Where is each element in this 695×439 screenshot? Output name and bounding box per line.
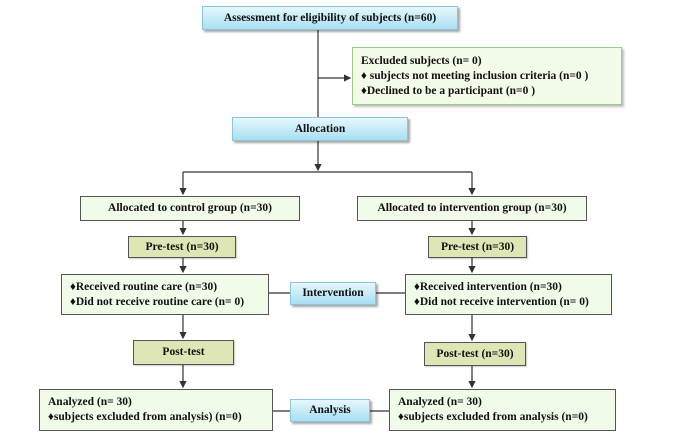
control-pretest-text: Pre-test (n=30) <box>145 240 219 253</box>
exp-analyzed-box: Analyzed (n= 30) ♦subjects excluded from… <box>389 389 616 431</box>
intervention-label: Intervention <box>302 287 364 299</box>
exp-not-received-text: ♦Did not receive intervention (n= 0) <box>414 295 589 308</box>
exp-allocated-text: Allocated to intervention group (n=30) <box>377 202 567 214</box>
assessment-text: Assessment for eligibility of subjects (… <box>223 11 437 24</box>
allocation-text: Allocation <box>294 122 346 135</box>
exp-received-text: ♦Received intervention (n=30) <box>414 280 562 293</box>
analysis-label-box: Analysis <box>290 399 370 422</box>
control-allocated-text: Allocated to control group (n=30) <box>108 202 272 214</box>
excluded-item: ♦Declined to be a participant (n=0 ) <box>361 84 536 97</box>
control-analyzed-text: Analyzed (n= 30) <box>48 396 132 408</box>
excluded-box: Excluded subjects (n= 0) ♦ subjects not … <box>352 47 622 105</box>
control-posttest-text: Post-test <box>162 346 205 358</box>
control-analyzed-box: Analyzed (n= 30) ♦subjects excluded from… <box>39 389 273 431</box>
excluded-title: Excluded subjects (n= 0) <box>361 54 482 67</box>
exp-analyzed-text: Analyzed (n= 30) <box>398 396 482 408</box>
exp-posttest-text: Post-test (n=30) <box>436 347 514 360</box>
assessment-box: Assessment for eligibility of subjects (… <box>202 6 458 30</box>
control-received-text: ♦Received routine care (n=30) <box>70 280 218 293</box>
exp-excluded-text: ♦subjects excluded from analysis (n=0) <box>398 411 588 423</box>
control-intervention-box: ♦Received routine care (n=30) ♦Did not r… <box>61 274 269 315</box>
exp-allocated-box: Allocated to intervention group (n=30) <box>357 196 587 221</box>
allocation-box: Allocation <box>232 117 408 141</box>
exp-pretest-text: Pre-test (n=30) <box>440 240 515 253</box>
control-posttest-box: Post-test <box>133 340 234 365</box>
control-excluded-text: ♦subjects excluded from analysis) (n=0) <box>48 411 242 423</box>
control-allocated-box: Allocated to control group (n=30) <box>80 196 300 221</box>
exp-intervention-box: ♦Received intervention (n=30) ♦Did not r… <box>405 274 612 315</box>
analysis-label: Analysis <box>309 404 351 416</box>
exp-pretest-box: Pre-test (n=30) <box>428 236 527 258</box>
exp-posttest-box: Post-test (n=30) <box>424 342 526 366</box>
excluded-item: ♦ subjects not meeting inclusion criteri… <box>361 69 589 82</box>
control-not-received-text: ♦Did not receive routine care (n= 0) <box>70 295 245 308</box>
intervention-label-box: Intervention <box>290 282 376 305</box>
control-pretest-box: Pre-test (n=30) <box>128 236 236 258</box>
